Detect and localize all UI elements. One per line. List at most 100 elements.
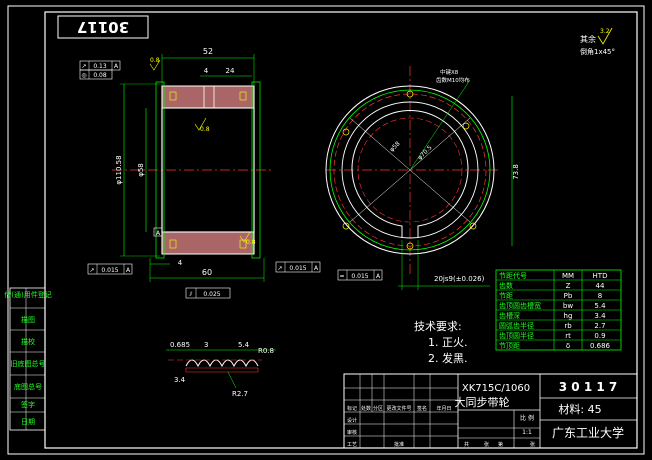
tech-requirements: 技术要求: 1. 正火. 2. 发黑. xyxy=(414,320,468,365)
tooth-d4: R0.8 xyxy=(258,347,274,355)
tooth-d5: 3.4 xyxy=(174,376,186,384)
gear-table-sym: rt xyxy=(565,332,571,340)
tb-model: XK715C/1060 xyxy=(462,383,530,394)
svg-text:↗: ↗ xyxy=(89,267,94,274)
front-dia-inner: φ58 xyxy=(388,140,401,153)
strip-label-1: 描图 xyxy=(21,315,35,324)
inner-border xyxy=(44,11,638,449)
dim-24: 24 xyxy=(226,67,235,75)
gear-table-sym: rb xyxy=(564,322,572,330)
svg-text:↗: ↗ xyxy=(277,265,282,272)
gear-table-sym: bw xyxy=(563,302,573,310)
tb-label-3: 更改文件号 xyxy=(386,405,411,412)
front-note-top2: 齿数M10均布 xyxy=(436,76,470,84)
tol-frame-front: ═ 0.015 A xyxy=(337,269,383,281)
front-dia-center: φ70.5 xyxy=(416,144,433,161)
tol-front: 0.015 xyxy=(351,273,368,280)
tol-right-ref: A xyxy=(314,265,319,272)
tol-frame-right: ↗ 0.015 A xyxy=(275,261,321,273)
gear-table-sym: δ xyxy=(566,342,570,350)
tb-scale-label: 比 例 xyxy=(520,414,534,422)
tb-label-1: 处数 xyxy=(361,405,371,412)
finish-label: 其余 xyxy=(580,34,596,44)
tol-left: 0.015 xyxy=(101,267,118,274)
gear-table-sym: MM xyxy=(562,272,574,280)
strip-label-4: 底图总号 xyxy=(14,382,42,391)
dim-52: 52 xyxy=(203,47,213,56)
tol-frame-bottom: ⫽ 0.025 xyxy=(185,287,231,299)
tb-label-2: 分区 xyxy=(373,405,383,412)
front-view: 中键X8 齿数M10均布 φ70.5 φ58 73.8 20js9(±0.026… xyxy=(325,66,520,290)
gear-table-name: 节距 xyxy=(499,292,513,300)
tol-top-1: 0.13 xyxy=(93,63,107,70)
tooth-detail: 0.685 3 5.4 R0.8 3.4 R2.7 xyxy=(166,341,276,398)
tech-title: 技术要求: xyxy=(414,320,462,333)
tol-front-ref: A xyxy=(376,273,381,280)
dim-60: 60 xyxy=(202,268,212,277)
rough-b: 0.8 xyxy=(150,57,160,64)
gear-table-sym: Z xyxy=(566,282,571,290)
finish-chamfer: 倒角1x45° xyxy=(580,47,615,56)
gear-table-name: 齿数 xyxy=(499,281,513,290)
stamp-text: 30117 xyxy=(77,18,129,36)
front-dim-right: 73.8 xyxy=(512,164,520,180)
gear-table-sym: Pb xyxy=(564,292,573,300)
strip-label-2: 描校 xyxy=(21,337,35,346)
tb-footer-1: 张 xyxy=(484,441,489,448)
tooth-d2: 3 xyxy=(204,341,208,349)
gear-table-name: 齿槽深 xyxy=(499,311,520,320)
finish-value: 3.2 xyxy=(600,28,610,35)
front-note-top: 中键X8 xyxy=(440,68,459,76)
tech-item-1: 1. 正火. xyxy=(428,336,468,349)
tol-top-1-ref: A xyxy=(114,63,119,70)
tb-label-0: 标记 xyxy=(347,405,357,412)
dim-4-bottom: 4 xyxy=(178,259,183,267)
gear-table-val: HTD xyxy=(593,272,608,280)
tb-footer-0: 共 xyxy=(464,441,469,448)
tol-frame-top: ↗ 0.13 A ◎ 0.08 xyxy=(79,60,121,80)
gear-table-name: 圆弧齿半径 xyxy=(499,321,534,330)
tb-role-0: 设计 xyxy=(347,417,357,424)
svg-text:↗: ↗ xyxy=(81,63,86,70)
strip-label-0: 借(通)用件登记 xyxy=(4,290,51,299)
tb-role-2: 工艺 xyxy=(347,442,357,448)
rough-a: 0.8 xyxy=(200,126,210,133)
tb-drawing-no: 3 0 1 1 7 xyxy=(559,380,617,394)
tol-frame-left: ↗ 0.015 A xyxy=(87,263,133,275)
datum-a: A xyxy=(156,230,161,237)
tooth-d6: R2.7 xyxy=(232,390,248,398)
tech-item-2: 2. 发黑. xyxy=(428,351,468,365)
title-block: 标记 处数 分区 更改文件号 签名 年月日 设计 审核 工艺 批准 XK715C… xyxy=(343,373,638,449)
stamp-box: 30117 xyxy=(57,15,149,39)
tb-part-name: 大同步带轮 xyxy=(455,395,510,409)
surface-finish-note: 其余 3.2 倒角1x45° xyxy=(580,27,615,56)
left-strip: 借(通)用件登记 描图 描校 旧底图总号 底图总号 签字 日期 xyxy=(4,287,52,431)
gear-table-val: 44 xyxy=(596,282,605,290)
gear-table-name: 节距代号 xyxy=(499,271,527,280)
gear-table-val: 0.686 xyxy=(590,342,611,350)
outer-border xyxy=(7,5,645,455)
strip-label-3: 旧底图总号 xyxy=(11,359,46,368)
gear-table-val: 3.4 xyxy=(594,312,606,320)
tb-label-5: 年月日 xyxy=(436,405,451,412)
tol-bottom: 0.025 xyxy=(203,291,220,298)
gear-table-val: 5.4 xyxy=(594,302,606,310)
tol-top-2: 0.08 xyxy=(93,72,107,79)
svg-text:═: ═ xyxy=(339,273,344,280)
tb-school: 广东工业大学 xyxy=(552,425,624,440)
gear-table-name: 齿顶圆半径 xyxy=(499,331,534,340)
tol-right: 0.015 xyxy=(289,265,306,272)
tb-footer-2: 第 xyxy=(498,441,503,448)
front-dim-keyway: 20js9(±0.026) xyxy=(434,275,485,283)
strip-label-6: 日期 xyxy=(21,418,35,426)
tb-label-4: 签名 xyxy=(417,405,427,412)
dia-outer: φ110.58 xyxy=(115,155,123,184)
gear-table-val: 2.7 xyxy=(594,322,605,330)
rough-c: 0.8 xyxy=(246,239,256,246)
tb-role-1: 审核 xyxy=(347,429,357,436)
side-view: 52 4 24 60 4 φ110.58 φ58 0.8 0.8 0.8 ↗ xyxy=(79,47,321,299)
gear-table-val: 0.9 xyxy=(594,332,605,340)
gear-table-name: 齿顶圆齿槽宽 xyxy=(499,301,541,310)
